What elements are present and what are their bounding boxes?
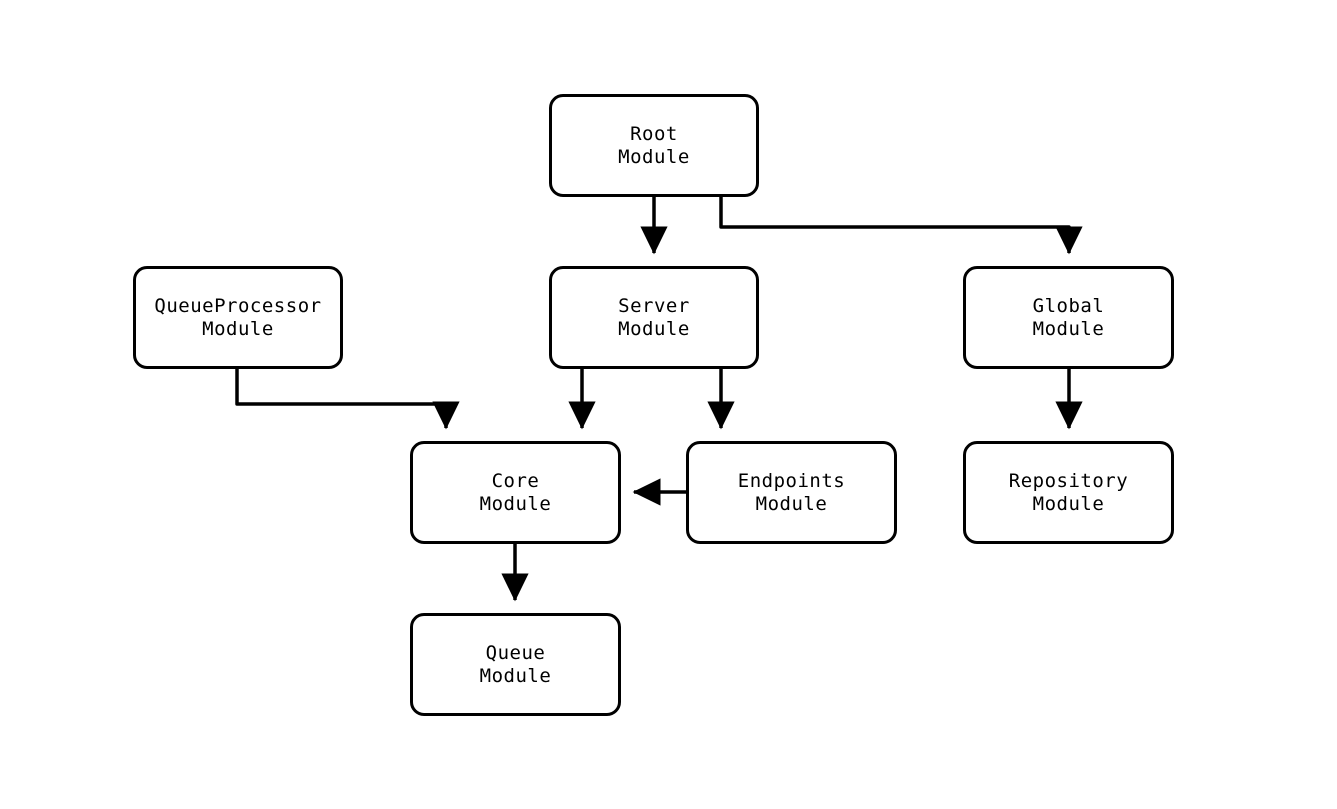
node-server-module[interactable]: Server Module	[549, 266, 759, 369]
node-queueprocessor-module[interactable]: QueueProcessor Module	[133, 266, 343, 369]
node-repository-module[interactable]: Repository Module	[963, 441, 1174, 544]
edge-queueprocessor-to-core	[235, 369, 460, 430]
node-root-module[interactable]: Root Module	[549, 94, 759, 197]
node-core-module-label: Core Module	[479, 469, 552, 515]
node-server-module-label: Server Module	[618, 294, 690, 340]
node-endpoints-module-label: Endpoints Module	[737, 469, 846, 515]
node-global-module[interactable]: Global Module	[963, 266, 1174, 369]
node-queue-module[interactable]: Queue Module	[410, 613, 621, 716]
node-endpoints-module[interactable]: Endpoints Module	[686, 441, 897, 544]
edge-root-to-global	[719, 197, 1083, 255]
node-root-module-label: Root Module	[618, 122, 690, 168]
node-queueprocessor-module-label: QueueProcessor Module	[154, 294, 322, 340]
node-queue-module-label: Queue Module	[479, 641, 552, 687]
node-repository-module-label: Repository Module	[1008, 469, 1129, 515]
node-core-module[interactable]: Core Module	[410, 441, 621, 544]
node-global-module-label: Global Module	[1032, 294, 1105, 340]
